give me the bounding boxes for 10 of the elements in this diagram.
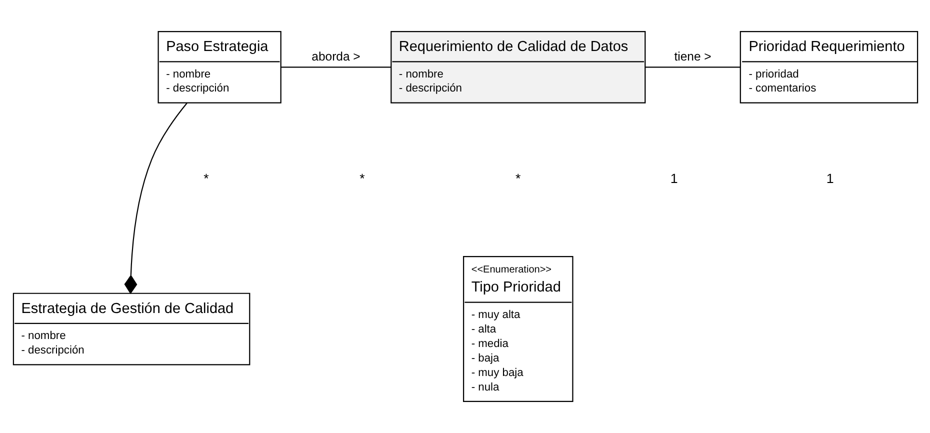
connector <box>280 66 391 68</box>
label: 1 <box>826 171 834 186</box>
label: * <box>203 171 208 186</box>
edge-label: tiene > <box>674 49 711 64</box>
edge-label: aborda > <box>311 49 360 64</box>
label: 1 <box>670 171 678 186</box>
label: * <box>515 171 520 186</box>
label: * <box>359 171 364 186</box>
connector <box>644 66 740 68</box>
connector <box>124 102 187 294</box>
